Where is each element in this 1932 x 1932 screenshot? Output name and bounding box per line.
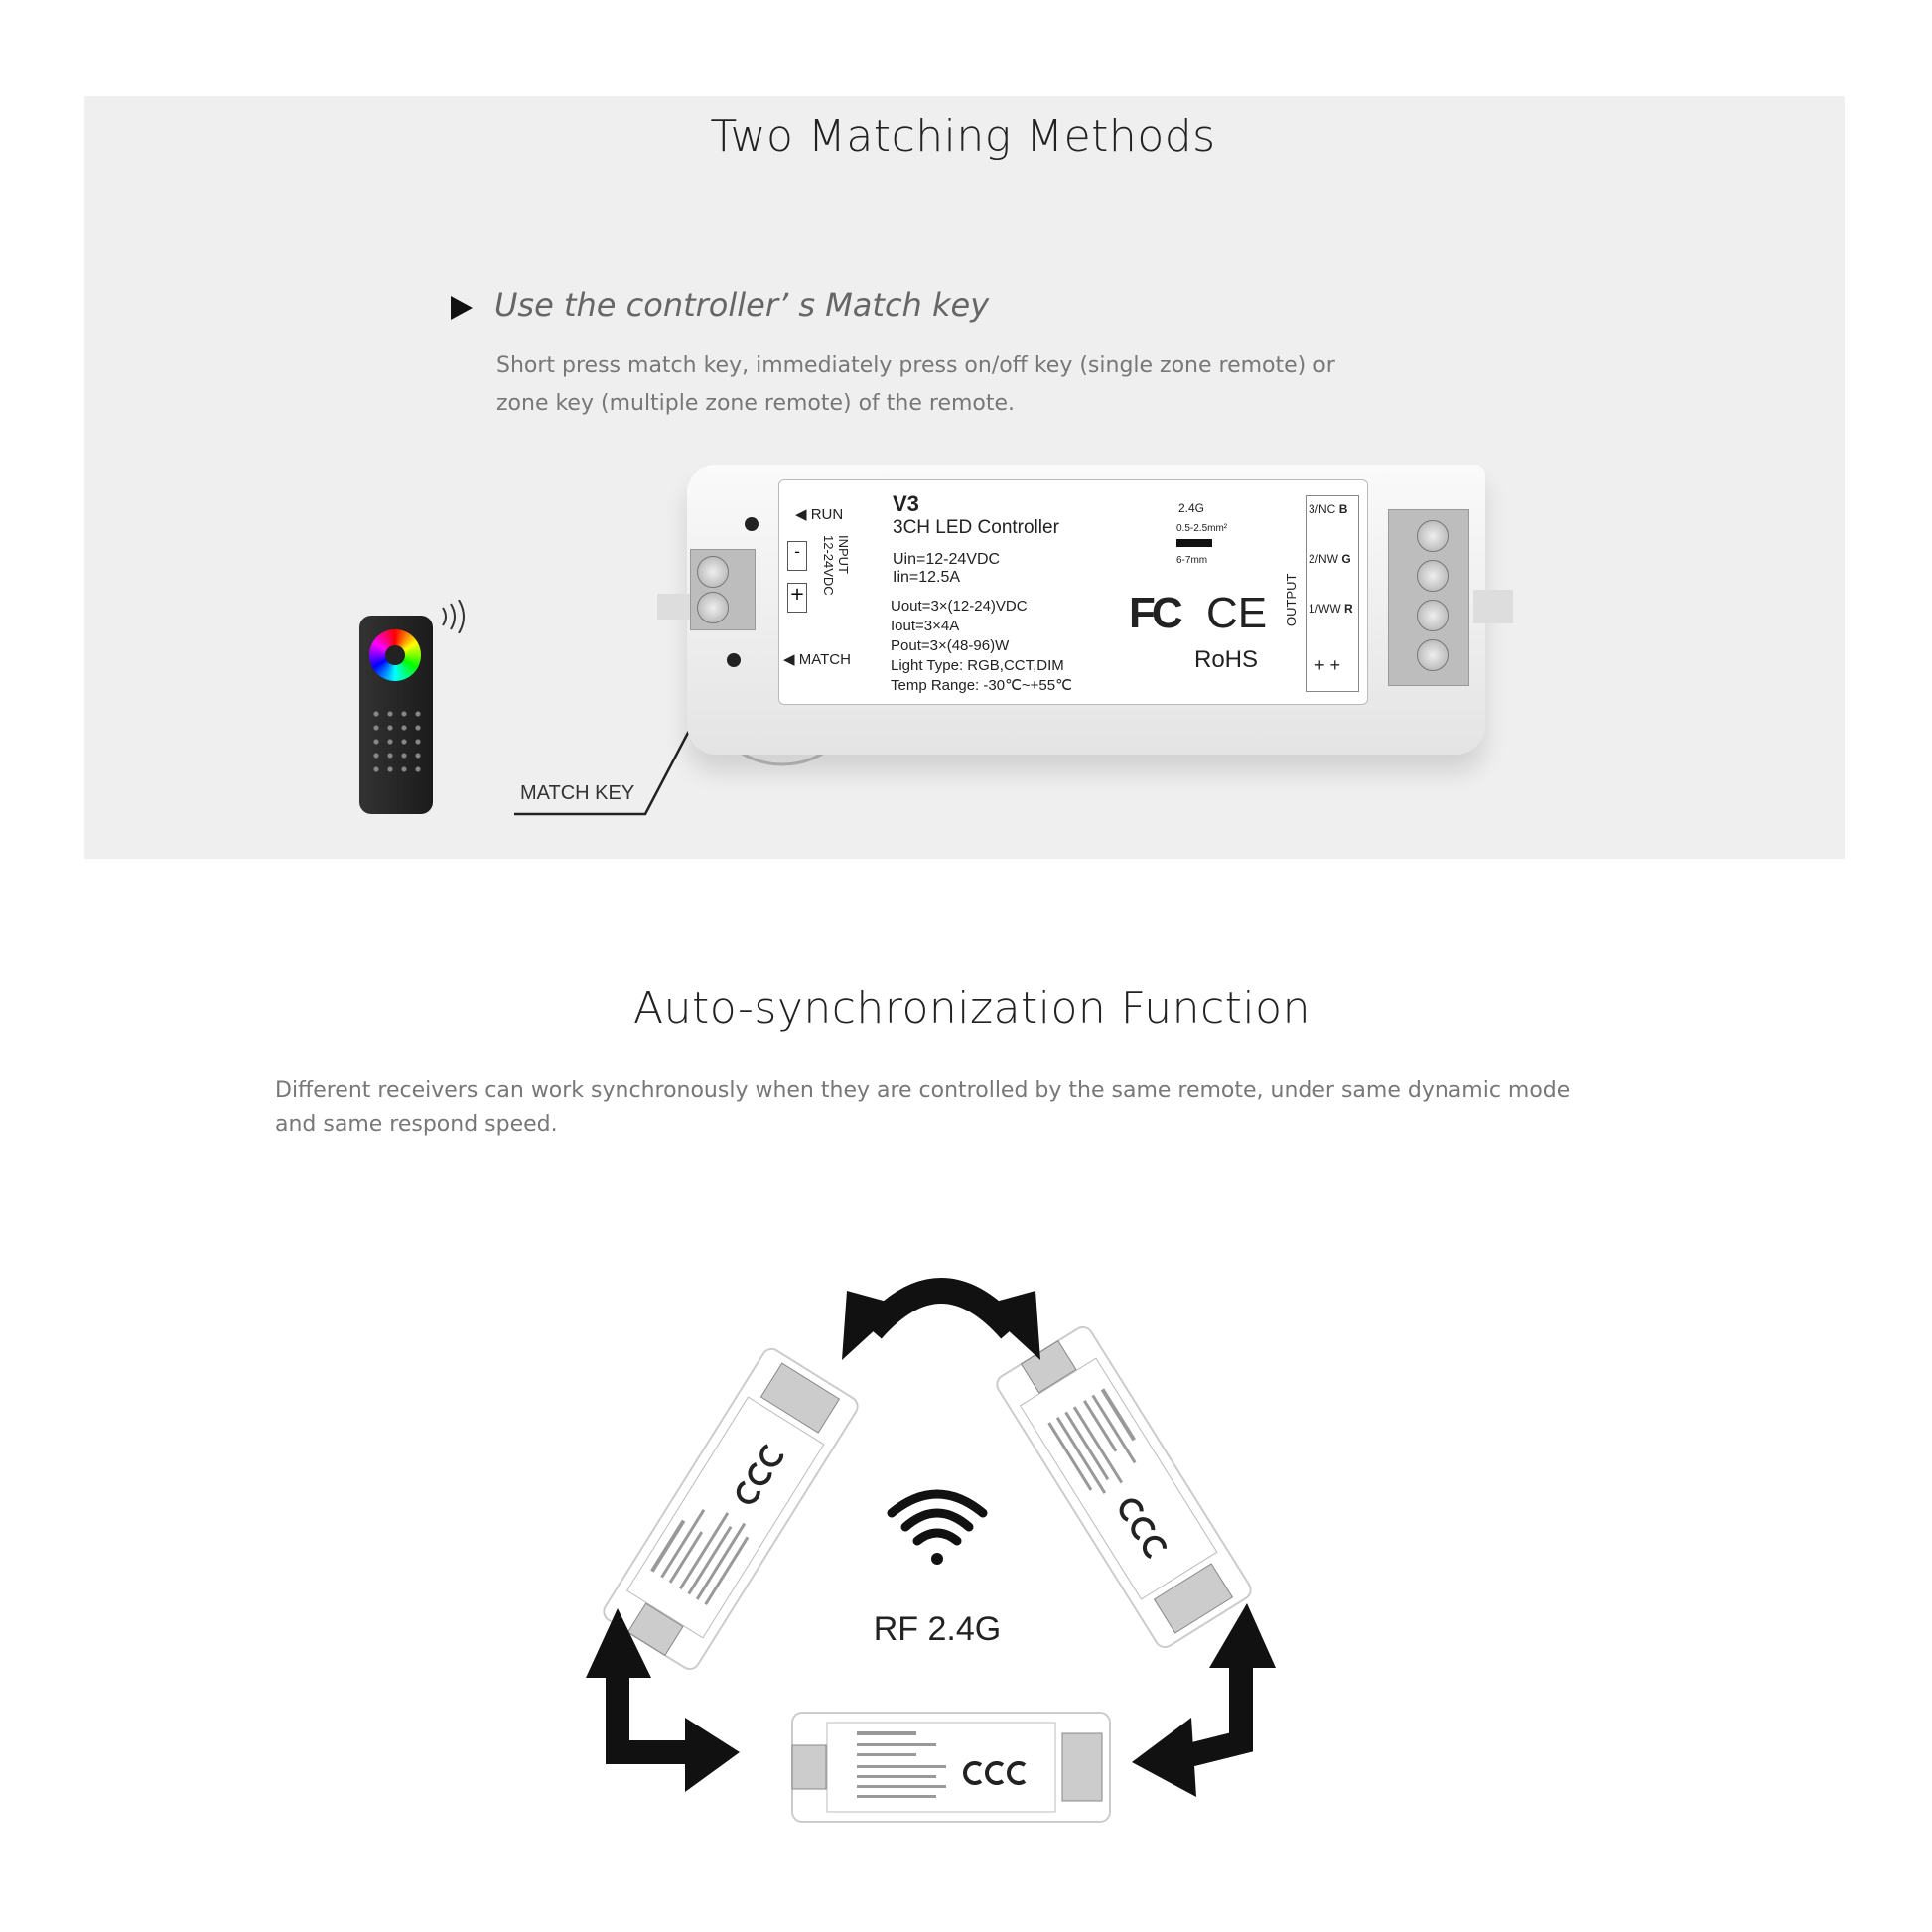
channel-2: 2/NW G: [1309, 552, 1351, 566]
plus-label: +: [787, 583, 807, 613]
channel-3: 3/NC B: [1309, 502, 1348, 516]
section-title-sync: Auto-synchronization Function: [633, 983, 1311, 1034]
uout-spec: Uout=3×(12-24)VDC: [891, 598, 1028, 615]
receiver-left: [598, 1343, 864, 1675]
remote-buttons: [369, 707, 423, 776]
temp-range-spec: Temp Range: -30℃~+55℃: [891, 677, 1072, 694]
section-title-matching: Two Matching Methods: [710, 111, 1216, 162]
iout-spec: Iout=3×4A: [891, 618, 960, 634]
sync-text-line2: and same respond speed.: [275, 1112, 558, 1137]
match-key-label: MATCH KEY: [520, 782, 635, 804]
model-name: V3: [893, 491, 919, 516]
channel-1: 1/WW R: [1309, 602, 1353, 616]
input-voltage: 12-24VDC: [821, 535, 836, 596]
sync-description: Different receivers can work synchronous…: [275, 1074, 1570, 1142]
rf-label-center: RF 2.4G: [873, 1610, 1002, 1648]
light-type-spec: Light Type: RGB,CCT,DIM: [891, 657, 1064, 674]
output-plus: + +: [1314, 655, 1341, 675]
double-arrow-top-icon: [842, 1291, 1040, 1360]
minus-label: -: [787, 541, 807, 571]
method-heading: Use the controller’ s Match key: [494, 286, 990, 324]
run-label: RUN: [810, 506, 844, 523]
output-channel-table: 3/NC B 2/NW G 1/WW R + +: [1306, 495, 1359, 692]
uin-spec: Uin=12-24VDC: [893, 551, 1001, 568]
product-name: 3CH LED Controller: [893, 517, 1059, 538]
receiver-right: [991, 1321, 1257, 1653]
remote-control-image: [359, 616, 433, 814]
wifi-icon: [887, 1489, 988, 1565]
led-controller-image: ◀ RUN ◀ MATCH - + INPUT 12-24VDC V3 3CH …: [657, 465, 1513, 755]
method-description: Short press match key, immediately press…: [496, 347, 1335, 423]
method-text-line1: Short press match key, immediately press…: [496, 353, 1335, 378]
input-terminal: [690, 549, 756, 630]
bullet-triangle-icon: [451, 296, 473, 320]
wire-size: 0.5-2.5mm²: [1176, 523, 1228, 534]
double-arrow-left-icon: [586, 1608, 740, 1792]
fcc-logo: FC: [1129, 589, 1183, 637]
rf-label: 2.4G: [1178, 501, 1205, 515]
output-terminal: [1388, 509, 1469, 686]
controller-label: ◀ RUN ◀ MATCH - + INPUT 12-24VDC V3 3CH …: [778, 479, 1368, 705]
input-label: INPUT: [836, 535, 851, 574]
match-label: MATCH: [798, 651, 851, 668]
mount-tab-right: [1473, 590, 1513, 623]
output-label: OUTPUT: [1284, 573, 1299, 626]
color-wheel-icon: [369, 629, 421, 681]
signal-waves-icon: [442, 600, 465, 633]
sync-diagram: [586, 1231, 1276, 1824]
strip-length: 6-7mm: [1176, 555, 1208, 566]
rohs-logo: RoHS: [1194, 646, 1259, 673]
receiver-bottom: [790, 1711, 1112, 1824]
wire-strip-icon: [1176, 539, 1212, 547]
iin-spec: Iin=12.5A: [893, 569, 961, 586]
double-arrow-right-icon: [1132, 1603, 1276, 1797]
method-text-line2: zone key (multiple zone remote) of the r…: [496, 391, 1016, 416]
sync-text-line1: Different receivers can work synchronous…: [275, 1078, 1571, 1103]
ce-logo: CE: [1206, 589, 1268, 637]
pout-spec: Pout=3×(48-96)W: [891, 637, 1010, 654]
